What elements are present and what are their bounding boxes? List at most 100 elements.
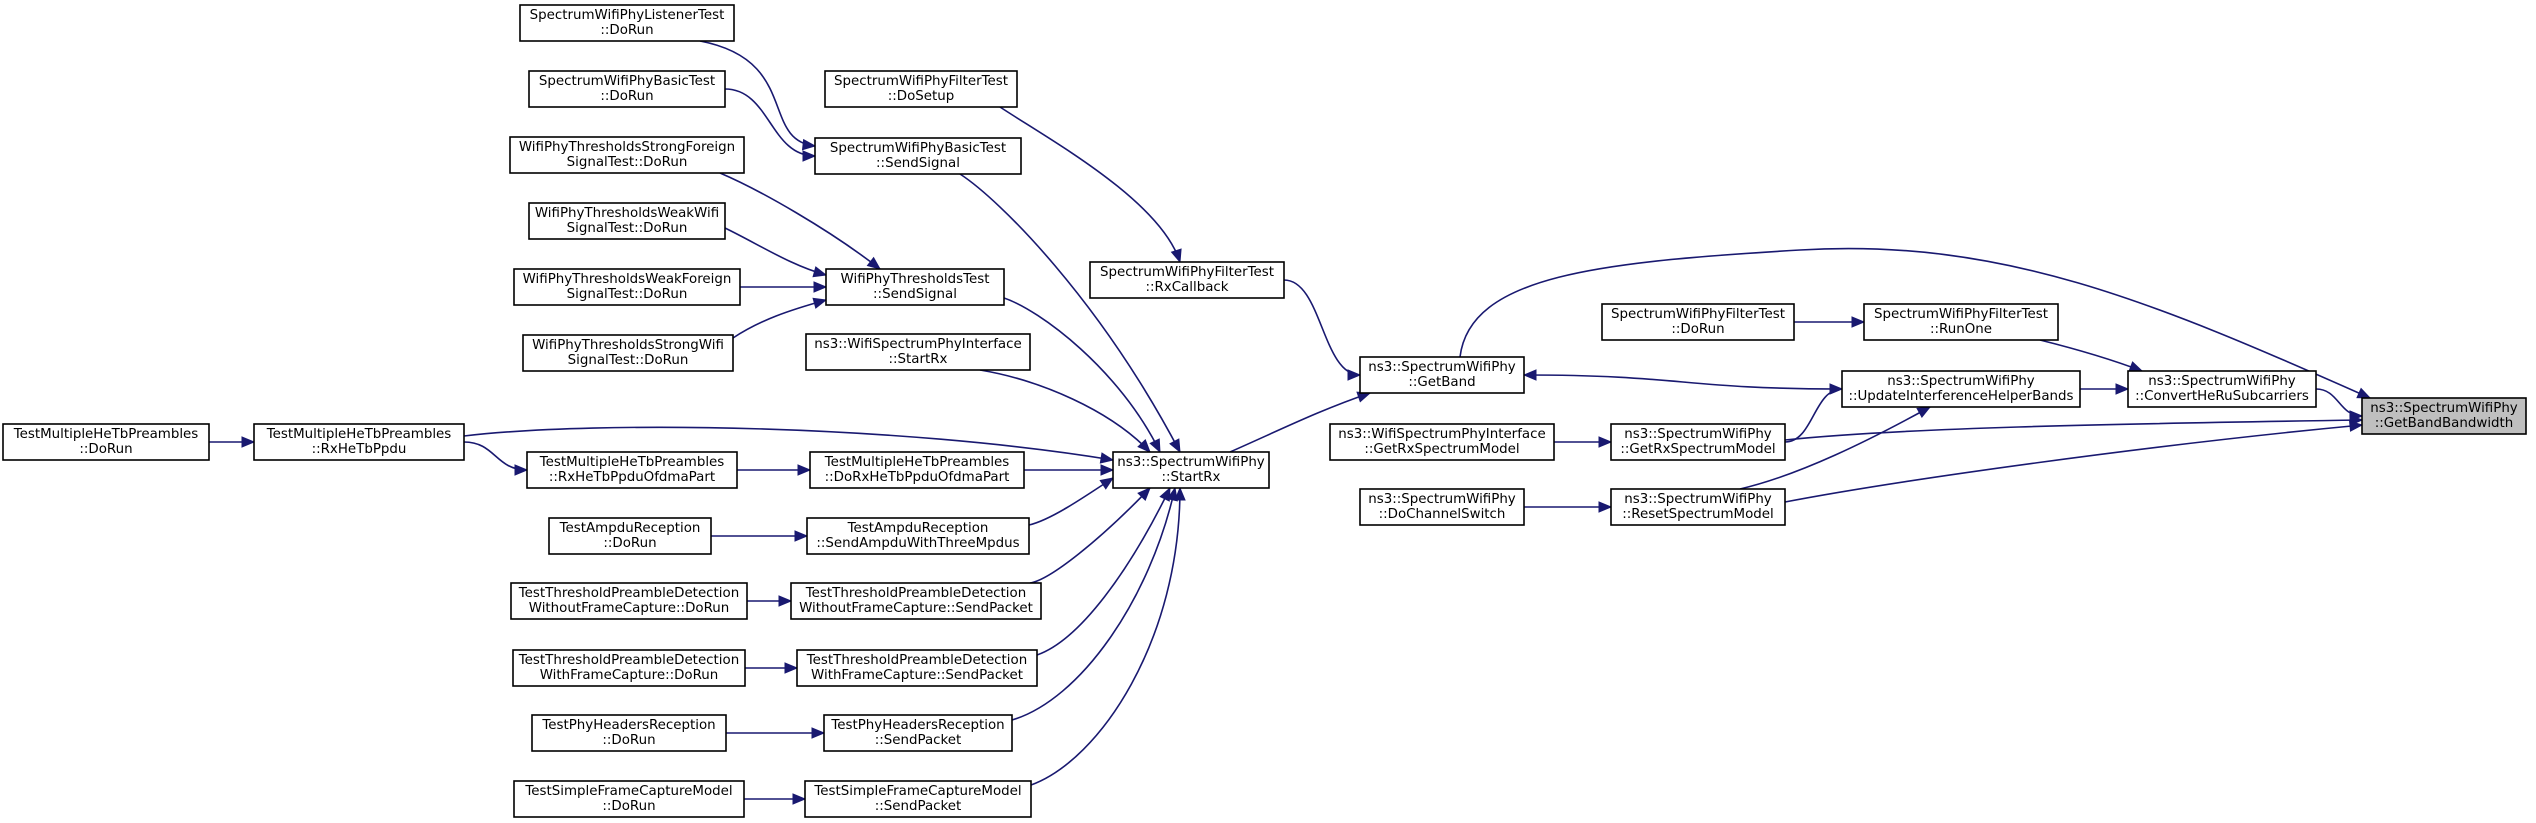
node-label-line: ::SendPacket: [875, 733, 962, 748]
node-box: [548, 517, 712, 555]
node-label-line: ::UpdateInterferenceHelperBands: [1848, 389, 2073, 404]
node-mhDoRxOfdma[interactable]: TestMultipleHeTbPreambles::DoRxHeTbPpduO…: [809, 451, 1025, 489]
edge-updIHB-to-convertHeRu-arrowhead: [2115, 383, 2130, 395]
node-box: [809, 451, 1025, 489]
node-label-line: SignalTest::DoRun: [567, 155, 688, 170]
node-label-line: ::DoRxHeTbPpduOfdmaPart: [825, 470, 1010, 485]
node-tpdWithoutSend[interactable]: TestThresholdPreambleDetectionWithoutFra…: [790, 582, 1042, 620]
node-box: [2361, 397, 2527, 435]
node-layer: ns3::SpectrumWifiPhy::GetBandBandwidthns…: [2, 4, 2527, 818]
node-label-line: TestSimpleFrameCaptureModel: [813, 784, 1021, 799]
node-label-line: ::RxHeTbPpduOfdmaPart: [549, 470, 715, 485]
edge-runOne-to-convertHeRu: [2039, 339, 2143, 372]
node-strongForeign[interactable]: WifiPhyThresholdsStrongForeignSignalTest…: [509, 136, 745, 174]
node-mhDoRun[interactable]: TestMultipleHeTbPreambles::DoRun: [2, 423, 210, 461]
node-sfcSend[interactable]: TestSimpleFrameCaptureModel::SendPacket: [804, 780, 1032, 818]
node-label-line: WithFrameCapture::SendPacket: [811, 668, 1023, 683]
node-box: [1359, 488, 1525, 526]
node-thrSendSignal[interactable]: WifiPhyThresholdsTest::SendSignal: [825, 268, 1005, 306]
edge-filterDoRun-to-runOne-arrowhead: [1851, 316, 1866, 328]
node-startRx[interactable]: ns3::SpectrumWifiPhy::StartRx: [1112, 451, 1270, 489]
node-box: [2, 423, 210, 461]
node-convertHeRu[interactable]: ns3::SpectrumWifiPhy::ConvertHeRuSubcarr…: [2127, 370, 2317, 408]
node-label-line: ::SendPacket: [875, 799, 962, 814]
node-runOne[interactable]: SpectrumWifiPhyFilterTest::RunOne: [1863, 303, 2059, 341]
node-box: [513, 780, 745, 818]
node-label-line: WithFrameCapture::DoRun: [540, 668, 719, 683]
node-box: [528, 202, 726, 240]
node-mhRxHeTb[interactable]: TestMultipleHeTbPreambles::RxHeTbPpdu: [253, 423, 465, 461]
node-label-line: ::SendAmpduWithThreeMpdus: [816, 536, 1019, 551]
node-label-line: SignalTest::DoRun: [567, 221, 688, 236]
edge-startRx-to-getBand: [1229, 392, 1371, 453]
node-label-line: TestMultipleHeTbPreambles: [266, 427, 452, 442]
node-label-line: ::DoRun: [602, 799, 655, 814]
node-tpdWithoutDoRun[interactable]: TestThresholdPreambleDetectionWithoutFra…: [510, 582, 748, 620]
node-label-line: ns3::WifiSpectrumPhyInterface: [1338, 427, 1545, 442]
node-label-line: ns3::SpectrumWifiPhy: [1368, 492, 1516, 507]
node-updIHB[interactable]: ns3::SpectrumWifiPhy::UpdateInterference…: [1841, 370, 2081, 408]
node-basicDoRun[interactable]: SpectrumWifiPhyBasicTest::DoRun: [528, 70, 726, 108]
node-box: [1610, 423, 1786, 461]
node-label-line: SpectrumWifiPhyListenerTest: [530, 8, 725, 23]
node-box: [1841, 370, 2081, 408]
node-root[interactable]: ns3::SpectrumWifiPhy::GetBandBandwidth: [2361, 397, 2527, 435]
node-label-line: ::ResetSpectrumModel: [1622, 507, 1774, 522]
node-label-line: TestAmpduReception: [847, 521, 989, 536]
node-basicSendSignal[interactable]: SpectrumWifiPhyBasicTest::SendSignal: [814, 137, 1022, 175]
node-filterDoRun[interactable]: SpectrumWifiPhyFilterTest::DoRun: [1601, 303, 1795, 341]
node-ampduDoRun[interactable]: TestAmpduReception::DoRun: [548, 517, 712, 555]
node-label-line: ::GetRxSpectrumModel: [1620, 442, 1775, 457]
edge-resetSM-to-root: [1784, 424, 2363, 503]
node-getBand[interactable]: ns3::SpectrumWifiPhy::GetBand: [1359, 356, 1525, 394]
node-getRxSM[interactable]: ns3::SpectrumWifiPhy::GetRxSpectrumModel: [1610, 423, 1786, 461]
edge-runOne-to-convertHeRu-arrowhead: [2128, 361, 2144, 372]
node-box: [806, 517, 1030, 555]
node-label-line: ::StartRx: [889, 352, 948, 367]
node-box: [513, 268, 741, 306]
node-filterDoSetup[interactable]: SpectrumWifiPhyFilterTest::DoSetup: [824, 70, 1018, 108]
node-box: [804, 780, 1032, 818]
node-wifiStartRx[interactable]: ns3::WifiSpectrumPhyInterface::StartRx: [805, 333, 1031, 371]
node-box: [2127, 370, 2317, 408]
node-label-line: TestThresholdPreambleDetection: [805, 586, 1026, 601]
node-tpdWithSend[interactable]: TestThresholdPreambleDetectionWithFrameC…: [796, 649, 1038, 687]
node-resetSM[interactable]: ns3::SpectrumWifiPhy::ResetSpectrumModel: [1610, 488, 1786, 526]
node-sfcDoRun[interactable]: TestSimpleFrameCaptureModel::DoRun: [513, 780, 745, 818]
edge-updIHB-to-getBand-arrowhead: [1522, 369, 1537, 381]
node-label-line: TestMultipleHeTbPreambles: [13, 427, 199, 442]
node-label-line: ns3::SpectrumWifiPhy: [2148, 374, 2296, 389]
node-wifiGetRxSM[interactable]: ns3::WifiSpectrumPhyInterface::GetRxSpec…: [1329, 423, 1555, 461]
edge-getBand-to-root: [1459, 247, 2371, 399]
node-weakWifi[interactable]: WifiPhyThresholdsWeakWifiSignalTest::DoR…: [528, 202, 726, 240]
node-label-line: SignalTest::DoRun: [568, 353, 689, 368]
edge-mhRxHeTb-to-mhRxOfdma-arrowhead: [514, 464, 529, 476]
node-rxCallback[interactable]: SpectrumWifiPhyFilterTest::RxCallback: [1089, 261, 1285, 299]
node-box: [509, 136, 745, 174]
node-label-line: ::RunOne: [1930, 322, 1992, 337]
node-label-line: ns3::SpectrumWifiPhy: [2370, 401, 2518, 416]
edge-tpdWithDoRun-to-tpdWithSend-arrowhead: [784, 662, 799, 674]
node-label-line: ::StartRx: [1162, 470, 1221, 485]
node-weakForeign[interactable]: WifiPhyThresholdsWeakForeignSignalTest::…: [513, 268, 741, 306]
node-box: [796, 649, 1038, 687]
edge-phyHdrDoRun-to-phyHdrSend-arrowhead: [811, 727, 826, 739]
node-phyHdrDoRun[interactable]: TestPhyHeadersReception::DoRun: [531, 714, 727, 752]
edge-ampduSend-to-startRx: [1028, 477, 1114, 526]
node-tpdWithDoRun[interactable]: TestThresholdPreambleDetectionWithFrameC…: [512, 649, 746, 687]
node-strongWifi[interactable]: WifiPhyThresholdsStrongWifiSignalTest::D…: [522, 334, 734, 372]
edge-basicSendSignal-to-startRx-arrowhead: [1169, 438, 1181, 454]
node-label-line: TestMultipleHeTbPreambles: [824, 455, 1010, 470]
node-label-line: ::DoRun: [600, 89, 653, 104]
node-listenerDoRun[interactable]: SpectrumWifiPhyListenerTest::DoRun: [519, 4, 735, 42]
node-mhRxOfdma[interactable]: TestMultipleHeTbPreambles::RxHeTbPpduOfd…: [526, 451, 738, 489]
node-ampduSend[interactable]: TestAmpduReception::SendAmpduWithThreeMp…: [806, 517, 1030, 555]
node-label-line: ns3::SpectrumWifiPhy: [1887, 374, 2035, 389]
node-box: [531, 714, 727, 752]
edge-resetSM-to-root-arrowhead: [2349, 420, 2364, 432]
node-doChSwitch[interactable]: ns3::SpectrumWifiPhy::DoChannelSwitch: [1359, 488, 1525, 526]
edge-wifiGetRxSM-to-getRxSM-arrowhead: [1598, 436, 1613, 448]
node-label-line: ns3::SpectrumWifiPhy: [1624, 492, 1772, 507]
node-phyHdrSend[interactable]: TestPhyHeadersReception::SendPacket: [823, 714, 1013, 752]
